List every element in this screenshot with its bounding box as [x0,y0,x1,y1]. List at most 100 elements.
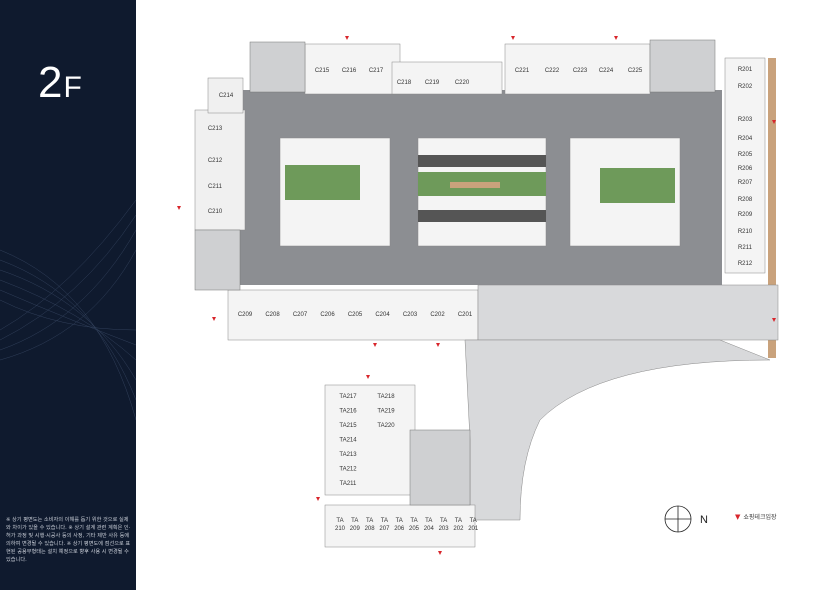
unit-label: TA219 [377,409,395,415]
unit-label: 202 [453,526,464,532]
unit-label: TA217 [339,394,357,400]
unit-label: 210 [335,526,346,532]
garden-right [600,168,675,203]
unit-label: TA213 [339,452,357,458]
floor-unit: F [63,71,82,104]
c214-block [207,77,244,114]
unit-label: 207 [379,526,390,532]
unit-label: R208 [738,197,753,203]
bridge-center-bottom [418,210,546,222]
unit-label: TA [425,518,432,524]
entrance-marker [345,36,349,40]
unit-label: TA [440,518,447,524]
top-center-units [391,61,503,95]
ta-bottom-units [324,504,476,548]
bottom-units [227,289,479,341]
left-unit-block [194,109,246,231]
garden-left [285,165,360,200]
unit-label: TA216 [339,409,357,415]
unit-label: TA [455,518,462,524]
right-wood-strip [768,58,776,358]
unit-label: TA [410,518,417,524]
unit-label: C212 [208,158,223,164]
unit-label: C220 [455,80,470,86]
unit-label: C221 [515,68,530,74]
unit-label: 208 [365,526,376,532]
unit-label: R201 [738,67,753,73]
unit-label: TA218 [377,394,395,400]
unit-label: C223 [573,68,588,74]
unit-label: R211 [738,245,753,251]
stair-core-left [194,229,241,291]
unit-label: C208 [265,312,280,318]
unit-label: R205 [738,152,753,158]
unit-label: R204 [738,136,753,142]
decorative-lines [0,199,136,421]
unit-label: 201 [468,526,479,532]
bridge-center-top [418,155,546,167]
entrance-marker [177,206,181,210]
unit-label: C210 [208,209,223,215]
unit-label: C209 [238,312,253,318]
unit-label: C222 [545,68,560,74]
unit-label: R210 [738,229,753,235]
disclaimer-text: ※ 상기 평면도는 소비자의 이해를 돕기 위한 것으로 실제와 차이가 있을 … [6,517,131,564]
unit-label: C217 [369,68,384,74]
top-right-units [504,43,651,95]
unit-label: C202 [430,312,445,318]
legend: ▼ 쇼핑테크입장 [735,512,777,522]
entrance-marker [438,551,442,555]
unit-label: C204 [375,312,390,318]
unit-label: C216 [342,68,357,74]
entrance-marker [212,317,216,321]
entrance-marker-icon: ▼ [735,512,741,521]
legend-label: 쇼핑테크입장 [743,514,777,521]
unit-label: R202 [738,84,753,90]
top-left-units [304,43,401,95]
walkway [464,339,771,521]
floor-label: 2F [38,58,82,108]
entrance-markers [177,36,776,555]
right-units [724,57,766,274]
unit-label: 203 [439,526,450,532]
unit-label: C218 [397,80,412,86]
entrance-marker [316,497,320,501]
unit-label: R206 [738,166,753,172]
sidebar-panel: 2F ※ 상기 평면도는 소비자의 이해를 돕기 위한 것으로 실제와 차이가 … [0,0,136,590]
ta-core [409,429,471,506]
entrance-plaza [477,284,779,341]
entrance-marker [436,343,440,347]
unit-label: TA220 [377,423,395,429]
unit-label: TA214 [339,438,357,444]
unit-label: 204 [424,526,435,532]
unit-label: R207 [738,180,753,186]
entrance-marker [614,36,618,40]
stair-core-top-left [249,41,306,93]
unit-label: 209 [350,526,361,532]
unit-label: C225 [628,68,643,74]
entrance-marker [511,36,515,40]
unit-label: TA [336,518,343,524]
unit-label: TA [366,518,373,524]
unit-label: C203 [403,312,418,318]
unit-label: TA [351,518,358,524]
stair-core-top-right [649,39,716,93]
unit-label: TA215 [339,423,357,429]
unit-label: C211 [208,184,223,190]
unit-label: TA212 [339,467,357,473]
unit-label: TA [381,518,388,524]
floor-number: 2 [38,58,64,107]
unit-label: C219 [425,80,440,86]
unit-label: TA211 [340,481,357,487]
unit-label: R203 [738,117,753,123]
unit-label: C213 [208,126,223,132]
unit-label: 206 [394,526,405,532]
unit-label: C224 [599,68,614,74]
unit-label: C205 [348,312,363,318]
unit-label: C207 [293,312,308,318]
unit-label: R212 [738,261,753,267]
unit-label: C206 [320,312,335,318]
unit-label: R209 [738,212,753,218]
